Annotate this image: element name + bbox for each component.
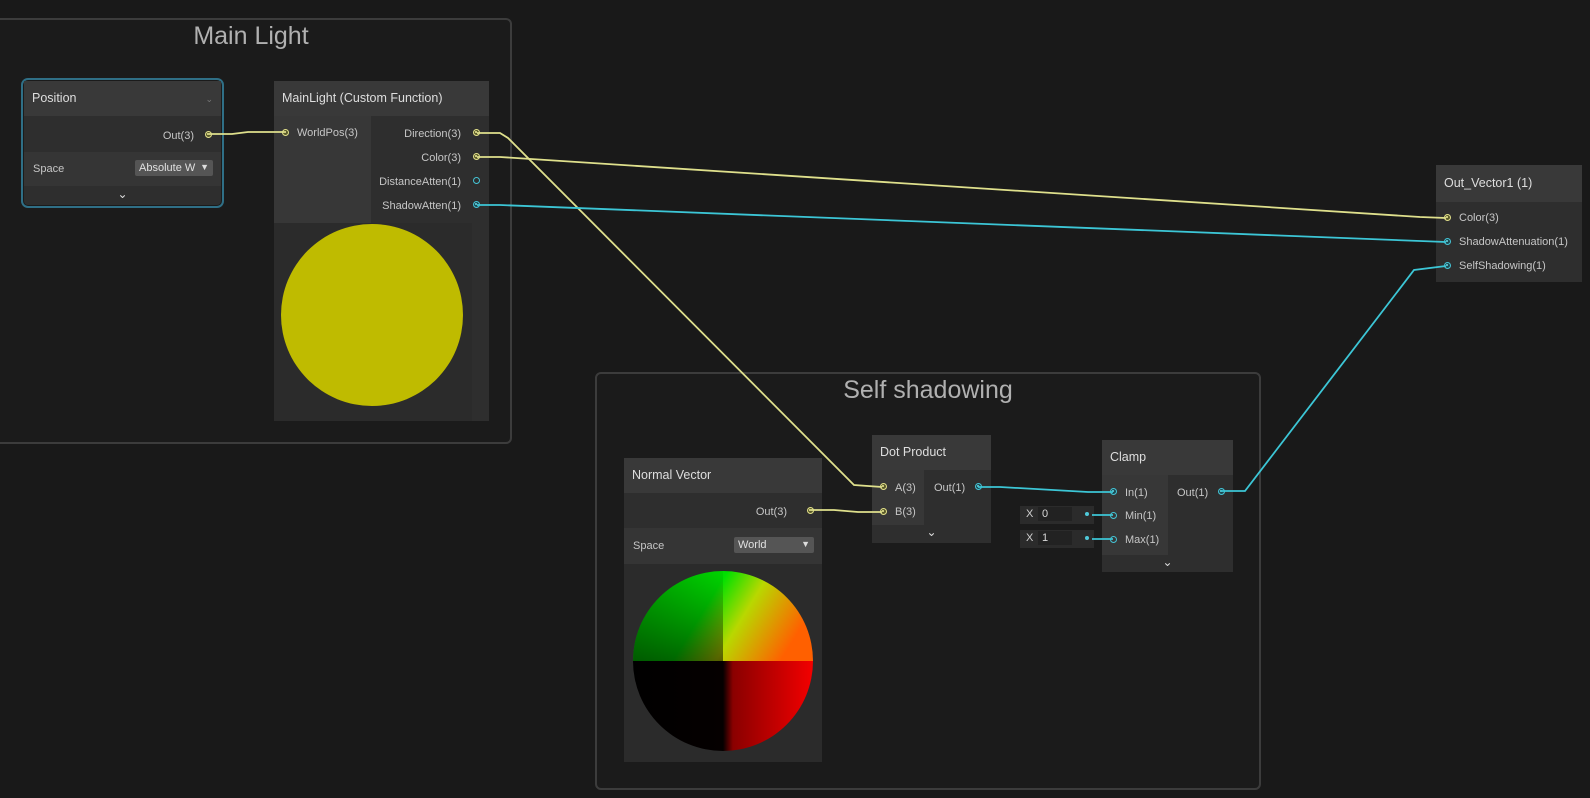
port-label-distance: DistanceAtten(1) [379, 176, 461, 188]
space-label: Space [633, 540, 665, 552]
expand-chevron-icon[interactable]: ⌄ [1162, 555, 1173, 569]
port-color-in-icon[interactable] [1444, 214, 1451, 221]
port-out-icon[interactable] [975, 483, 982, 490]
port-label-out: Out(1) [934, 482, 966, 494]
port-max-icon[interactable] [1110, 536, 1117, 543]
port-out-icon[interactable] [205, 131, 212, 138]
axis-label: X [1026, 508, 1034, 520]
port-label-worldpos: WorldPos(3) [297, 127, 358, 139]
port-label-direction: Direction(3) [404, 128, 461, 140]
port-label-out: Out(3) [162, 130, 194, 142]
port-label-shadow: ShadowAtten(1) [382, 200, 461, 212]
port-label-shadow: ShadowAttenuation(1) [1459, 236, 1568, 248]
port-self-in-icon[interactable] [1444, 262, 1451, 269]
connector-dot-icon [1085, 536, 1089, 540]
port-out-icon[interactable] [1218, 488, 1225, 495]
min-default-field[interactable]: X 0 [1020, 506, 1094, 524]
group-title[interactable]: Main Light [193, 22, 309, 50]
space-dropdown[interactable]: Absolute W ▼ [135, 160, 213, 176]
port-label-out: Out(3) [755, 506, 787, 518]
min-value-input[interactable]: 0 [1038, 507, 1072, 521]
preview-panel [274, 223, 472, 421]
position-node[interactable]: Position ⌄ Out(3) Space Absolute W ▼ ⌄ [21, 78, 224, 208]
expand-chevron-icon[interactable]: ⌄ [117, 187, 128, 201]
port-worldpos-icon[interactable] [282, 129, 289, 136]
port-label-out: Out(1) [1177, 487, 1209, 499]
node-title[interactable]: Out_Vector1 (1) [1436, 165, 1582, 202]
port-label-max: Max(1) [1125, 534, 1160, 546]
wire-shadow-to-out-shadow [477, 204, 1447, 243]
properties-section: Space World ▼ [624, 528, 822, 564]
triangle-down-icon: ▼ [801, 539, 810, 549]
port-label-color: Color(3) [421, 152, 461, 164]
node-title[interactable]: MainLight (Custom Function) [274, 81, 489, 116]
space-value: World [738, 539, 767, 551]
wire-color-to-out-color [477, 156, 1447, 219]
group-title[interactable]: Self shadowing [843, 376, 1013, 404]
mainlight-node[interactable]: MainLight (Custom Function) WorldPos(3) … [274, 81, 489, 421]
port-label-in: In(1) [1125, 487, 1148, 499]
port-label-self: SelfShadowing(1) [1459, 260, 1546, 272]
node-title[interactable]: Position [24, 81, 221, 116]
light-preview-sphere [281, 224, 463, 406]
normal-vector-node[interactable]: Normal Vector Out(3) Space World ▼ [624, 458, 822, 762]
properties-section: Space Absolute W ▼ [24, 152, 221, 186]
triangle-down-icon: ▼ [200, 162, 209, 172]
connector-dot-icon [1085, 512, 1089, 516]
port-label-min: Min(1) [1125, 510, 1157, 522]
port-shadow-icon[interactable] [473, 201, 480, 208]
space-label: Space [33, 163, 65, 175]
node-title[interactable]: Clamp [1102, 440, 1233, 475]
port-min-icon[interactable] [1110, 512, 1117, 519]
port-distance-icon[interactable] [473, 177, 480, 184]
normal-preview-sphere [633, 571, 813, 751]
space-value: Absolute W [139, 162, 196, 174]
preview-panel [624, 564, 822, 762]
out-vector-node[interactable]: Out_Vector1 (1) Color(3) ShadowAttenuati… [1436, 165, 1582, 282]
max-default-field[interactable]: X 1 [1020, 530, 1094, 548]
port-label-color: Color(3) [1459, 212, 1499, 224]
clamp-node[interactable]: Clamp In(1) Min(1) Max(1) Out(1) ⌄ [1102, 440, 1233, 572]
node-title[interactable]: Dot Product [872, 435, 991, 470]
port-b-icon[interactable] [880, 508, 887, 515]
max-value-input[interactable]: 1 [1038, 531, 1072, 545]
expand-chevron-icon[interactable]: ⌄ [926, 525, 937, 539]
port-out-icon[interactable] [807, 507, 814, 514]
port-direction-icon[interactable] [473, 129, 480, 136]
collapse-chevron-icon[interactable]: ⌄ [205, 94, 213, 104]
node-title[interactable]: Normal Vector [624, 458, 822, 493]
port-a-icon[interactable] [880, 483, 887, 490]
port-label-a: A(3) [895, 482, 916, 494]
dot-product-node[interactable]: Dot Product A(3) B(3) Out(1) ⌄ [872, 435, 991, 543]
port-label-b: B(3) [895, 506, 916, 518]
space-dropdown[interactable]: World ▼ [734, 537, 814, 553]
axis-label: X [1026, 532, 1034, 544]
port-shadow-in-icon[interactable] [1444, 238, 1451, 245]
port-in-icon[interactable] [1110, 488, 1117, 495]
port-color-icon[interactable] [473, 153, 480, 160]
